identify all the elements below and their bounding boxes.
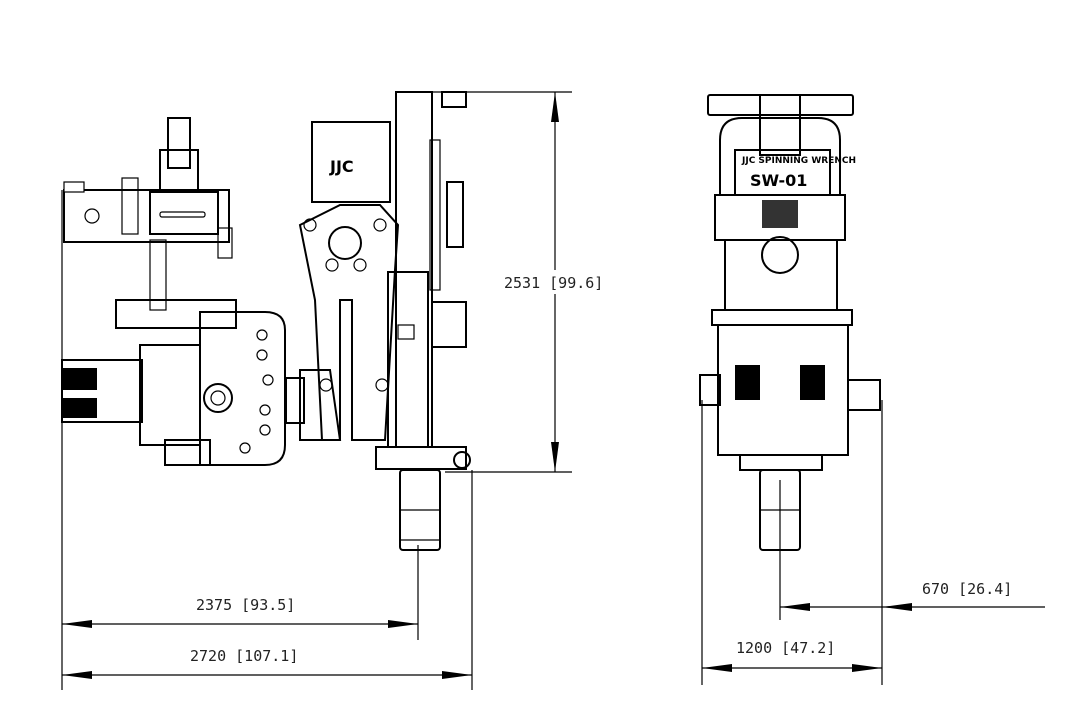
dim-reach-inner-label: 2375 [93.5]: [196, 596, 295, 614]
gripper-assembly: [61, 299, 342, 466]
dimension-width: 1200 [47.2]: [702, 639, 882, 672]
upper-arm: [63, 117, 233, 311]
dim-offset-label: 670 [26.4]: [922, 580, 1012, 598]
dim-width-label: 1200 [47.2]: [736, 639, 835, 657]
model-label: SW-01: [750, 171, 807, 190]
dimension-height: 2531 [99.6]: [400, 91, 603, 473]
dim-height-label: 2531 [99.6]: [504, 274, 603, 292]
logo-jjc: JJC: [329, 157, 354, 176]
front-logo: JJC SPINNING WRENCH: [741, 156, 856, 166]
front-view: JJC SPINNING WRENCH SW-01 670 [26.4] 120…: [699, 94, 1045, 685]
dimension-offset: 670 [26.4]: [701, 400, 1045, 685]
side-view: JJC 2531 [99.6]: [61, 91, 603, 690]
dimension-reach: 2375 [93.5] 2720 [107.1]: [61, 190, 473, 690]
dim-reach-total-label: 2720 [107.1]: [190, 647, 298, 665]
mast: JJC: [298, 91, 471, 551]
